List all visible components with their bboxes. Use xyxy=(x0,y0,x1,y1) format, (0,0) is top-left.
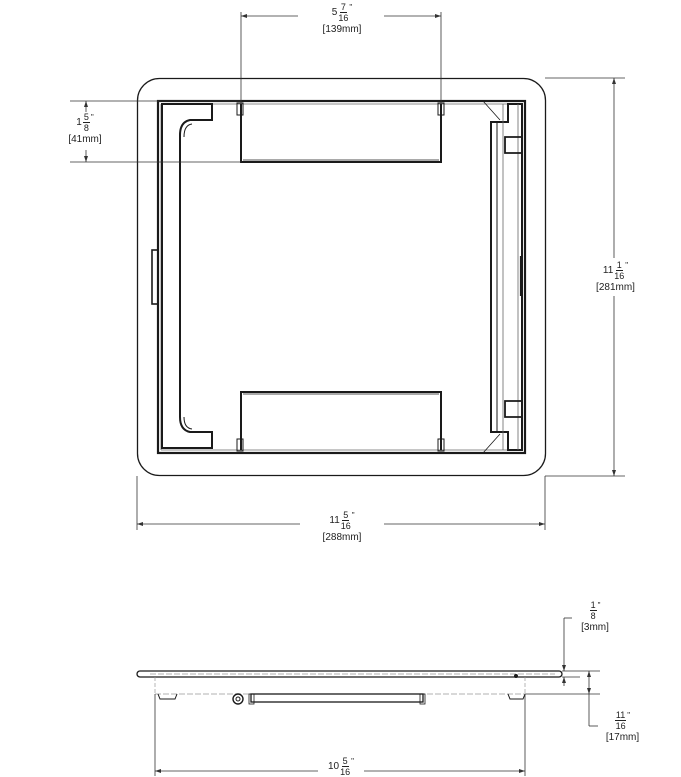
side-door-bar xyxy=(250,693,424,703)
inner-frame xyxy=(156,99,527,455)
arrowheads-side xyxy=(155,665,591,773)
side-view xyxy=(136,670,563,705)
left-channel xyxy=(161,103,213,449)
right-channel xyxy=(490,103,523,451)
dimension-lines-top xyxy=(70,12,625,530)
side-knob xyxy=(232,693,244,705)
arrowheads-top xyxy=(84,14,616,526)
outer-flange-outline xyxy=(136,77,547,477)
bottom-door-panel xyxy=(240,391,442,450)
side-flange xyxy=(136,670,563,678)
top-view xyxy=(136,77,547,477)
top-door-panel xyxy=(240,104,442,163)
dimension-lines-side xyxy=(154,617,600,776)
left-latch-slot xyxy=(151,249,159,305)
